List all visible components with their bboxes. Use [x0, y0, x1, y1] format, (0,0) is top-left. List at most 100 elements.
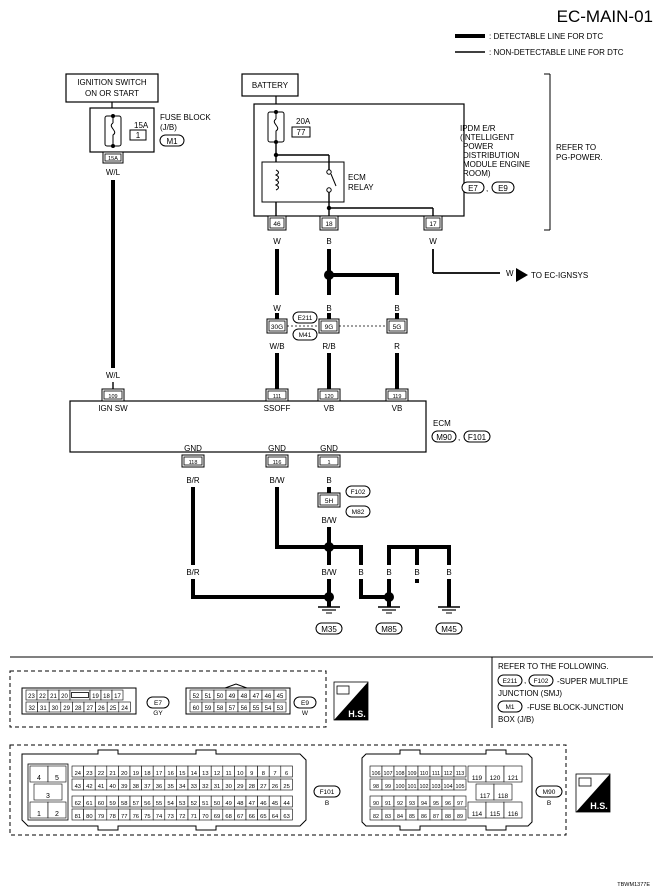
ecm-connector-m90: M90 [436, 433, 452, 442]
ipdm-terminal-18: 18 [325, 221, 333, 228]
wire-b-junction-right: B [394, 304, 399, 313]
m90-pin-113: 113 [456, 771, 465, 777]
f101-pin-74: 74 [156, 814, 163, 820]
f101-pin-35: 35 [167, 784, 173, 790]
hs-label-bottom: H.S. [590, 801, 608, 811]
f101-pin-40: 40 [109, 784, 115, 790]
m90-pin-93: 93 [409, 801, 415, 807]
ecm-vb-2: VB [392, 404, 403, 413]
battery-box [241, 73, 299, 97]
m90-pin-88: 88 [445, 814, 451, 820]
pin-cell [280, 765, 293, 778]
e9-pin-53: 53 [277, 706, 284, 712]
f101-pin-75: 75 [144, 814, 150, 820]
f101-pin-79: 79 [98, 814, 104, 820]
harness-side-icon-bottom: H.S. [575, 773, 611, 813]
wire-r: R [394, 342, 400, 351]
m90-pin-89: 89 [457, 814, 463, 820]
fuse-block-terminal: 15A [108, 156, 118, 162]
f101-pin-18: 18 [144, 771, 150, 777]
f101-pin-60: 60 [98, 801, 104, 807]
ipdm-terminal-46: 46 [273, 221, 281, 228]
pin-cell [280, 778, 293, 791]
refer-pg-line1: REFER TO [556, 143, 596, 152]
e9-pin-60: 60 [193, 706, 200, 712]
wire-b-m45-left: B [414, 568, 419, 577]
e9-pin-55: 55 [253, 706, 260, 712]
ipdm-label-line6: ROOM) [463, 169, 491, 178]
f101-pin-63: 63 [283, 814, 289, 820]
pin-blank [71, 692, 89, 698]
m90-pin-112: 112 [444, 771, 453, 777]
f101-pin-70: 70 [202, 814, 208, 820]
ecm-terminal-109: 109 [108, 394, 117, 400]
f101-pin-23: 23 [86, 771, 92, 777]
m90-pin-105: 105 [456, 784, 465, 790]
wire-wl-top: W/L [106, 168, 121, 177]
m90-pin-104: 104 [444, 784, 453, 790]
ground-m45: M45 [441, 625, 457, 634]
f101-pin-54: 54 [167, 801, 174, 807]
m90-pin-100: 100 [396, 784, 405, 790]
ecm-terminal-111: 111 [273, 394, 281, 400]
relay-label2: RELAY [348, 183, 374, 192]
pin-cell [453, 778, 467, 791]
e7-pin-19: 19 [92, 694, 99, 700]
f101-pin-56: 56 [144, 801, 150, 807]
footer-code: TBWM1377E [617, 882, 650, 888]
m90-pin-98: 98 [373, 784, 379, 790]
pin-cell [33, 783, 63, 801]
e7-color: GY [153, 710, 163, 717]
e7-pin-28: 28 [75, 706, 82, 712]
e7-pin-22: 22 [39, 694, 46, 700]
m90-pin-121: 121 [508, 775, 519, 782]
refer-conn-m1: M1 [505, 704, 514, 711]
e9-color: W [302, 710, 309, 717]
f101-pin-49: 49 [225, 801, 231, 807]
f101-color: B [325, 800, 329, 807]
f101-pin-3: 3 [46, 793, 50, 800]
ipdm-terminal-17: 17 [429, 221, 437, 228]
wire-b-m45-right: B [446, 568, 451, 577]
junction-terminal-5g: 5G [393, 324, 402, 331]
pin-cell [503, 765, 523, 783]
m90-pin-119: 119 [472, 775, 483, 782]
e9-pin-47: 47 [253, 694, 260, 700]
f101-pin-64: 64 [272, 814, 279, 820]
m90-pin-87: 87 [433, 814, 439, 820]
ipdm-label-line5: MODULE ENGINE [463, 160, 530, 169]
ipdm-connector-e9: E9 [498, 184, 508, 193]
f101-pin-67: 67 [237, 814, 243, 820]
f101-pin-36: 36 [156, 784, 162, 790]
ecm-gnd-1: GND [184, 444, 202, 453]
m90-pin-103: 103 [432, 784, 441, 790]
e9-pin-51: 51 [205, 694, 212, 700]
m90-pin-120: 120 [490, 775, 501, 782]
fuse-15a-label: 15A [134, 121, 149, 130]
m90-pin-90: 90 [373, 801, 379, 807]
refer-fb-text2: BOX (J/B) [498, 715, 534, 724]
f101-pin-30: 30 [225, 784, 231, 790]
wire-rb: R/B [322, 342, 335, 351]
m90-pin-109: 109 [408, 771, 417, 777]
f101-pin-51: 51 [202, 801, 208, 807]
pin-cell [273, 701, 287, 713]
f101-pin-78: 78 [109, 814, 115, 820]
pin-cell [453, 795, 467, 808]
e9-pin-45: 45 [277, 694, 284, 700]
pin-cell [118, 701, 131, 713]
f101-pin-8: 8 [262, 771, 265, 777]
f101-pin-2: 2 [55, 811, 59, 818]
wire-w-ignsys: W [506, 269, 514, 278]
pin-cell [280, 795, 293, 808]
svg-text:,: , [524, 676, 526, 685]
f101-pin-81: 81 [75, 814, 81, 820]
f101-pin-19: 19 [133, 771, 139, 777]
ipdm-label-line1: IPDM E/R [460, 124, 496, 133]
e7-pin-27: 27 [86, 706, 93, 712]
f101-pin-43: 43 [75, 784, 81, 790]
m90-pin-102: 102 [420, 784, 429, 790]
